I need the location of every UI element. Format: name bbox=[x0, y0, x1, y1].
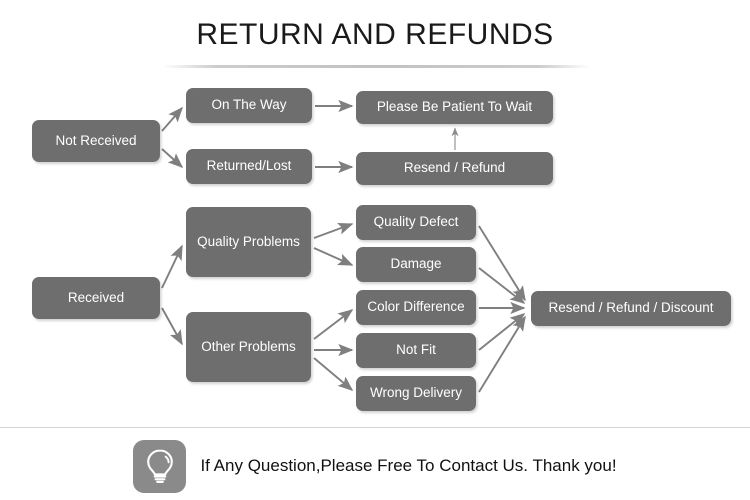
lightbulb-icon bbox=[133, 439, 187, 493]
edge-received-to-quality-problems bbox=[161, 244, 183, 289]
footer-text: If Any Question,Please Free To Contact U… bbox=[200, 456, 617, 475]
edge-quality-problems-to-quality-defect bbox=[313, 223, 354, 239]
edge-received-to-other-problems bbox=[161, 307, 183, 346]
node-damage[interactable]: Damage bbox=[356, 247, 476, 282]
footer: If Any Question,Please Free To Contact U… bbox=[0, 432, 750, 500]
edge-quality-problems-to-damage bbox=[313, 247, 354, 266]
node-on-the-way[interactable]: On The Way bbox=[186, 88, 312, 123]
edge-damage-to-final bbox=[478, 267, 526, 304]
title-divider bbox=[163, 65, 591, 68]
node-not-fit[interactable]: Not Fit bbox=[356, 333, 476, 368]
page-title: RETURN AND REFUNDS bbox=[196, 18, 554, 51]
edge-other-problems-to-wrong-delivery bbox=[313, 357, 354, 391]
node-color-difference[interactable]: Color Difference bbox=[356, 290, 476, 325]
node-other-problems[interactable]: Other Problems bbox=[186, 312, 311, 382]
edge-not-fit-to-final bbox=[478, 313, 526, 351]
node-quality-problems[interactable]: Quality Problems bbox=[186, 207, 311, 277]
edge-other-problems-to-color-difference bbox=[313, 309, 354, 340]
node-not-received[interactable]: Not Received bbox=[32, 120, 160, 162]
edge-wrong-delivery-to-final bbox=[478, 315, 526, 393]
node-please-be-patient-to-wait[interactable]: Please Be Patient To Wait bbox=[356, 91, 553, 124]
node-resend-refund[interactable]: Resend / Refund bbox=[356, 152, 553, 185]
node-wrong-delivery[interactable]: Wrong Delivery bbox=[356, 376, 476, 411]
node-received[interactable]: Received bbox=[32, 277, 160, 319]
node-quality-defect[interactable]: Quality Defect bbox=[356, 205, 476, 240]
edge-quality-defect-to-final bbox=[478, 225, 526, 302]
node-returned-lost[interactable]: Returned/Lost bbox=[186, 149, 312, 184]
edge-not-received-to-returned-lost bbox=[161, 148, 184, 169]
edge-not-received-to-on-the-way bbox=[161, 106, 183, 132]
node-resend-refund-discount[interactable]: Resend / Refund / Discount bbox=[531, 291, 731, 326]
footer-divider bbox=[0, 427, 750, 428]
